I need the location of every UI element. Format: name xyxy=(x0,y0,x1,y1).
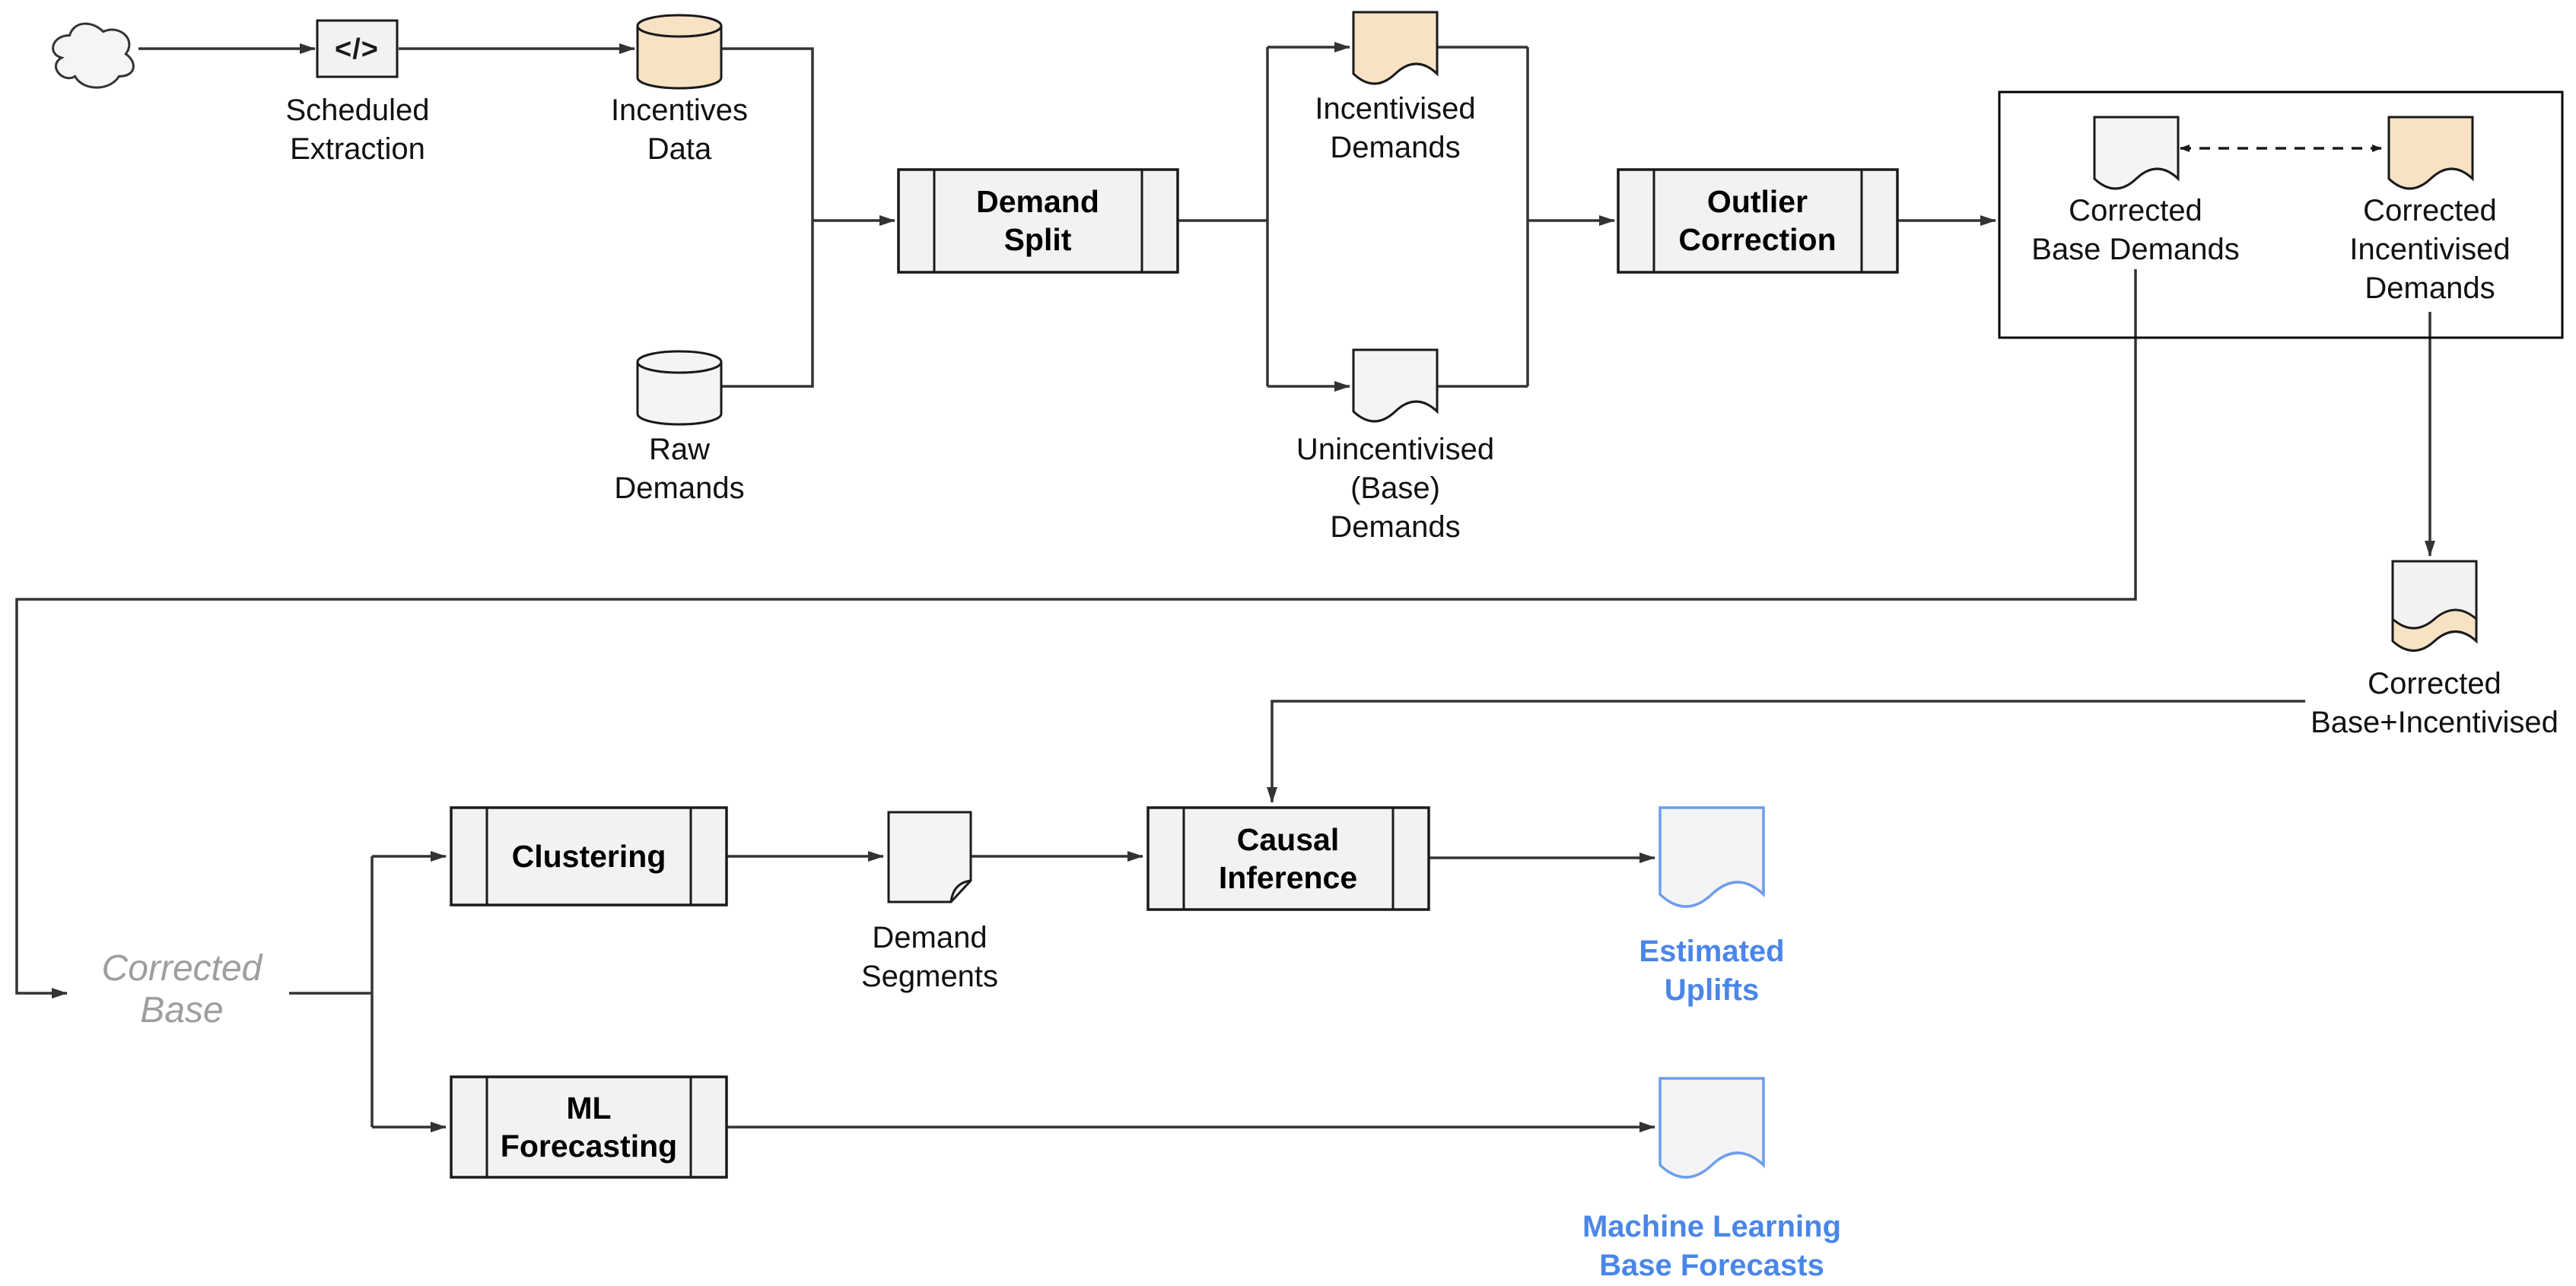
clustering-box xyxy=(450,806,728,907)
corrected-base-label: Corrected Base xyxy=(101,948,262,1031)
demand-split-label: Demand Split xyxy=(976,184,1099,258)
causal-inference-box xyxy=(1146,806,1430,911)
cloud-icon xyxy=(52,22,135,89)
incentives-data-cylinder xyxy=(636,14,723,90)
outlier-correction-label: Outlier Correction xyxy=(1678,184,1837,258)
corrected-base-demands-doc xyxy=(2093,116,2180,190)
connector-baseincentivised-to-causal xyxy=(1267,700,2305,803)
connector-docs-merge xyxy=(1437,46,1529,388)
demand-segments-note xyxy=(887,811,972,903)
unincentivised-demands-label: Unincentivised (Base) Demands xyxy=(1296,433,1495,544)
raw-demands-cylinder xyxy=(636,350,723,426)
estimated-uplifts-label: Estimated Uplifts xyxy=(1639,935,1785,1007)
unincentivised-demands-doc xyxy=(1352,348,1439,423)
corrected-base-incentivised-doc xyxy=(2391,560,2478,652)
incentivised-demands-label: Incentivised Demands xyxy=(1315,92,1476,164)
corrected-demands-group-box xyxy=(1998,90,2564,339)
corrected-incentivised-demands-label: Corrected Incentivised Demands xyxy=(2349,194,2511,305)
clustering-label: Clustering xyxy=(511,839,666,874)
scheduled-extraction-box xyxy=(316,19,399,78)
causal-inference-label: Causal Inference xyxy=(1218,822,1358,896)
scheduled-extraction-label: Scheduled Extraction xyxy=(285,94,430,166)
ml-forecasting-label: ML Forecasting xyxy=(500,1091,678,1164)
estimated-uplifts-doc xyxy=(1658,806,1765,908)
connector-corrected-base-to-bottom xyxy=(15,269,2137,999)
outlier-correction-box xyxy=(1617,168,1899,274)
incentives-data-label: Incentives Data xyxy=(610,94,749,166)
ml-forecasting-box xyxy=(450,1075,728,1179)
machine-learning-base-forecasts-label: Machine Learning Base Forecasts xyxy=(1582,1210,1842,1282)
demand-segments-label: Demand Segments xyxy=(860,921,999,993)
raw-demands-label: Raw Demands xyxy=(614,433,745,505)
demand-split-box xyxy=(897,168,1179,274)
connector-demand-split-branch xyxy=(1178,47,1269,386)
connector-cylinders-merge xyxy=(721,47,814,388)
corrected-base-demands-label: Corrected Base Demands xyxy=(2031,194,2240,266)
corrected-base-incentivised-label: Corrected Base+Incentivised xyxy=(2310,667,2559,739)
connector-correctedbase-split xyxy=(289,856,374,1127)
machine-learning-base-forecasts-doc xyxy=(1658,1077,1765,1179)
corrected-incentivised-demands-doc xyxy=(2387,116,2474,190)
code-glyph: </> xyxy=(335,33,379,65)
incentivised-demands-doc xyxy=(1352,11,1439,85)
